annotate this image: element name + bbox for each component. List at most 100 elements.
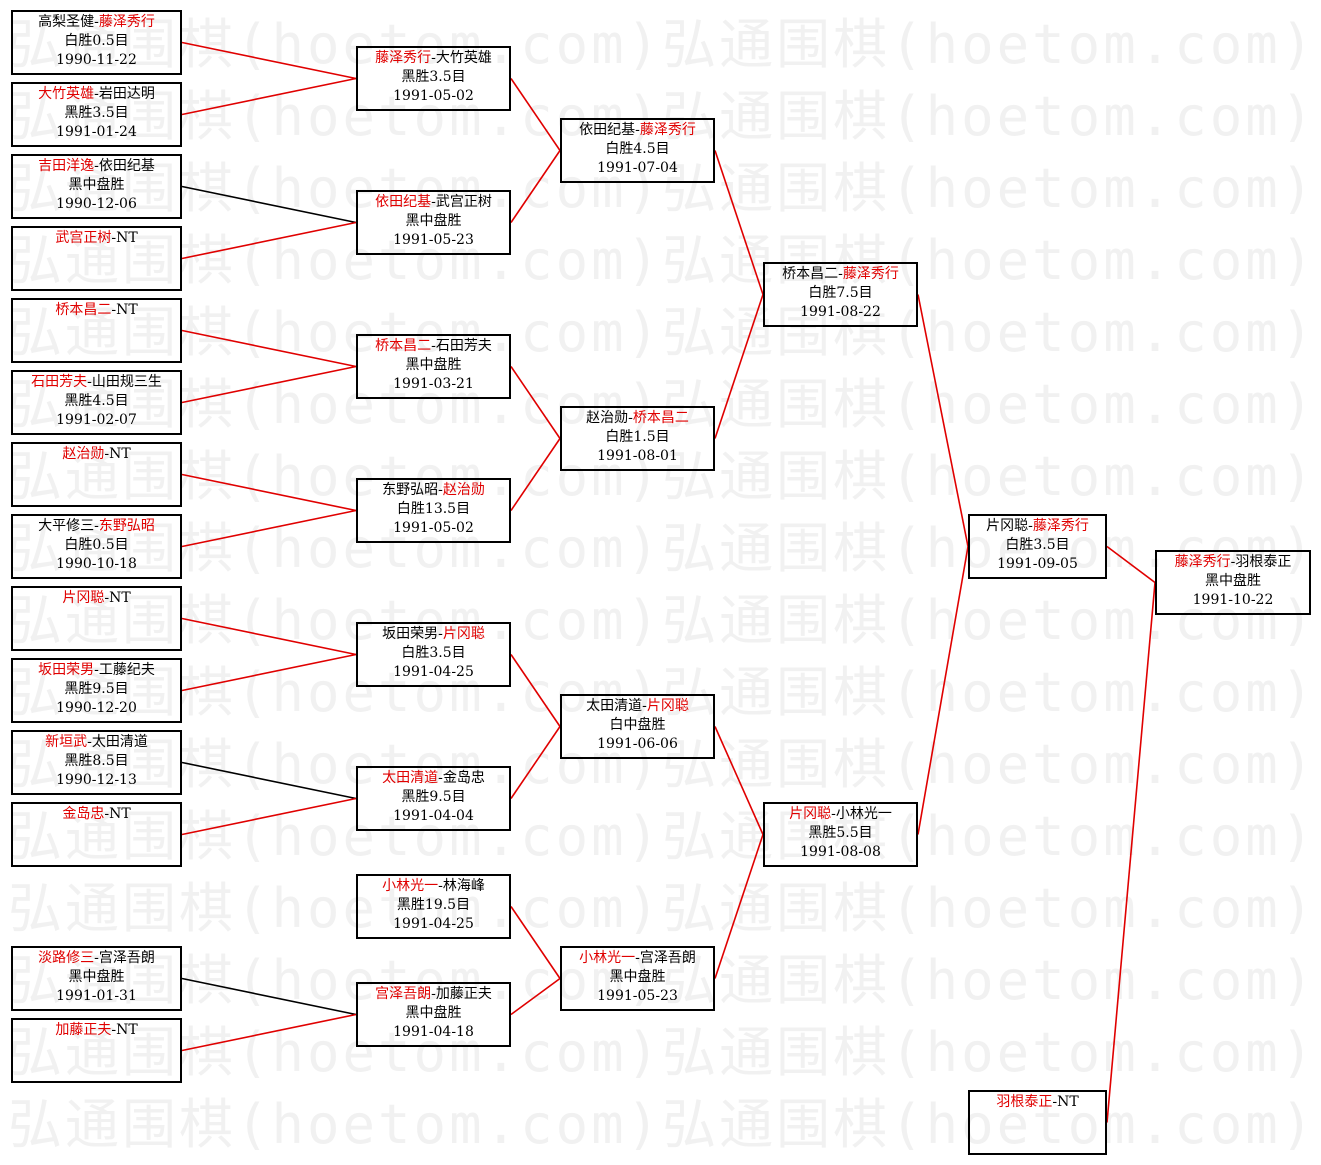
connector-line [1106, 545, 1156, 584]
match-players: 依田纪基-藤泽秀行 [562, 121, 713, 140]
match-date: 1991-03-21 [393, 376, 474, 392]
player-name: 藤泽秀行 [98, 14, 155, 30]
player-name: 赵治勋 [442, 482, 485, 498]
player-name: 加藤正夫 [435, 986, 492, 1002]
connector-line [510, 726, 561, 799]
name-separator: - [438, 482, 443, 498]
match-box-r4-2: 片冈聪-小林光一黑胜5.5目 1991-08-08 [763, 802, 918, 867]
player-name: 桥本昌二 [55, 302, 112, 318]
match-box-r1-9: 片冈聪-NT [11, 586, 182, 651]
name-separator: - [87, 374, 92, 390]
match-result: 黑中盘胜 [68, 177, 125, 193]
match-result: 黑中盘胜 [405, 357, 462, 373]
player-name: 大竹英雄 [38, 86, 95, 102]
name-separator: - [104, 806, 110, 822]
match-players: 高梨圣健-藤泽秀行 [13, 13, 180, 32]
match-date: 1990-11-22 [56, 52, 137, 68]
match-date: 1990-12-13 [56, 772, 137, 788]
match-players: 羽根泰正-NT [970, 1093, 1105, 1112]
match-date: 1991-04-18 [393, 1024, 474, 1040]
name-separator: - [431, 50, 436, 66]
name-separator: - [838, 266, 843, 282]
name-separator: - [642, 698, 647, 714]
match-players: 大竹英雄-岩田达明 [13, 85, 180, 104]
match-players: 赵治勋-NT [13, 445, 180, 464]
match-date: 1991-08-08 [800, 844, 881, 860]
player-name: 藤泽秀行 [1174, 554, 1231, 570]
player-name: 藤泽秀行 [1032, 518, 1089, 534]
player-name: 石田芳夫 [31, 374, 88, 390]
player-name: 大平修三 [38, 518, 95, 534]
match-result: 白中盘胜 [609, 717, 666, 733]
connector-line [714, 834, 764, 979]
player-name: 淡路修三 [38, 950, 95, 966]
player-name: 小林光一 [382, 878, 439, 894]
name-separator: - [104, 590, 110, 606]
player-name: 羽根泰正 [996, 1094, 1053, 1110]
match-result: 白胜13.5目 [396, 501, 471, 517]
player-name: 东野弘昭 [98, 518, 155, 534]
player-name: 林海峰 [442, 878, 485, 894]
match-date: 1991-09-05 [997, 556, 1078, 572]
connector-line [181, 1013, 357, 1052]
match-box-r1-14: 加藤正夫-NT [11, 1018, 182, 1083]
match-players: 依田纪基-武宫正树 [358, 193, 509, 212]
name-separator: - [94, 518, 99, 534]
match-result: 黑胜5.5目 [808, 825, 873, 841]
match-players: 藤泽秀行-大竹英雄 [358, 49, 509, 68]
match-players: 坂田荣男-片冈聪 [358, 625, 509, 644]
player-name: 小林光一 [579, 950, 636, 966]
match-players: 大平修三-东野弘昭 [13, 517, 180, 536]
match-result: 黑胜9.5目 [401, 789, 466, 805]
match-result: 白胜3.5目 [401, 645, 466, 661]
connector-line [181, 221, 357, 260]
player-name: 新垣武 [45, 734, 88, 750]
match-date: 1990-12-06 [56, 196, 137, 212]
match-box-r1-7: 赵治勋-NT [11, 442, 182, 507]
match-date: 1991-01-31 [56, 988, 137, 1004]
player-name: 东野弘昭 [382, 482, 439, 498]
match-result: 白胜3.5目 [1005, 537, 1070, 553]
match-players: 武宫正树-NT [13, 229, 180, 248]
match-players: 太田清道-金岛忠 [358, 769, 509, 788]
match-result: 黑胜3.5目 [64, 105, 129, 121]
match-players: 小林光一-宫泽吾朗 [562, 949, 713, 968]
player-name: 羽根泰正 [1235, 554, 1292, 570]
player-name: 小林光一 [835, 806, 892, 822]
player-name: 桥本昌二 [782, 266, 839, 282]
connector-line [714, 294, 764, 439]
name-separator: - [438, 878, 443, 894]
match-players: 赵治勋-桥本昌二 [562, 409, 713, 428]
player-name: 坂田荣男 [382, 626, 439, 642]
connector-line [181, 329, 357, 368]
player-name: NT [116, 1022, 138, 1038]
player-name: NT [109, 590, 131, 606]
match-result: 黑中盘胜 [405, 1005, 462, 1021]
player-name: 大竹英雄 [435, 50, 492, 66]
player-name: NT [1057, 1094, 1079, 1110]
player-name: 武宫正树 [55, 230, 112, 246]
connector-line [181, 509, 357, 548]
match-players: 片冈聪-藤泽秀行 [970, 517, 1105, 536]
match-players: 片冈聪-NT [13, 589, 180, 608]
name-separator: - [431, 194, 436, 210]
player-name: 片冈聪 [646, 698, 689, 714]
match-result: 黑中盘胜 [405, 213, 462, 229]
match-players: 小林光一-林海峰 [358, 877, 509, 896]
match-date: 1991-05-02 [393, 520, 474, 536]
connector-line [714, 726, 764, 835]
connector-line [181, 797, 357, 836]
match-players: 片冈聪-小林光一 [765, 805, 916, 824]
player-name: 藤泽秀行 [842, 266, 899, 282]
name-separator: - [431, 338, 436, 354]
match-result: 白胜0.5目 [64, 537, 129, 553]
connector-line [510, 438, 561, 511]
